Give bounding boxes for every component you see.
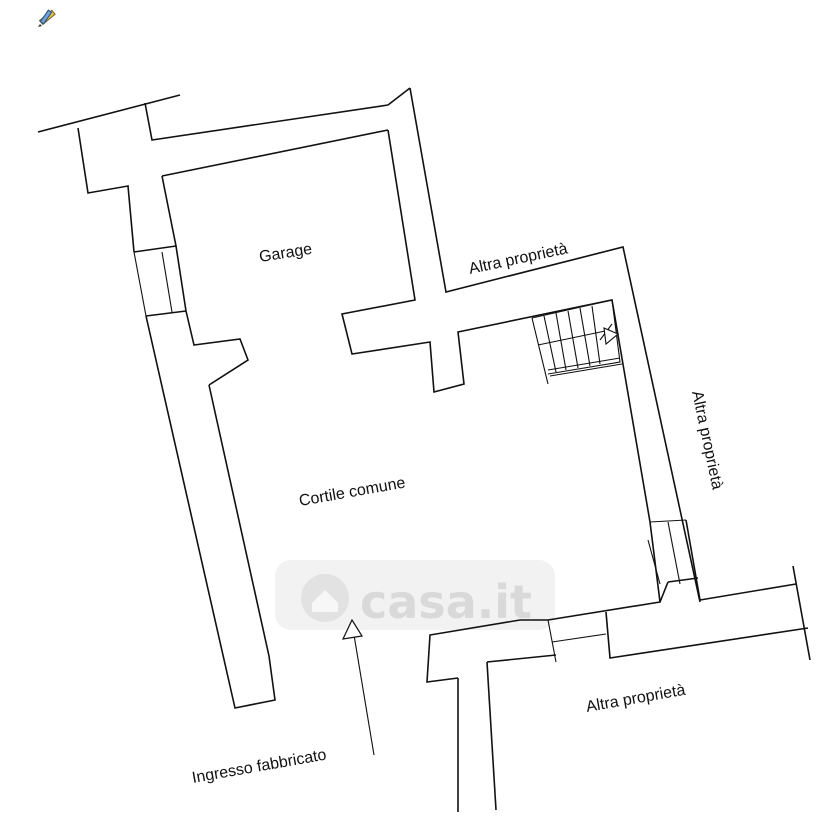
label-altra-bottom: Altra proprietà bbox=[585, 682, 687, 716]
stair-arrow-icon bbox=[603, 327, 620, 346]
arrow-up-icon bbox=[341, 618, 363, 640]
watermark-text: casa.it bbox=[360, 575, 532, 629]
house-icon bbox=[301, 574, 349, 622]
entrance-arrow bbox=[341, 618, 375, 756]
openings bbox=[133, 251, 687, 663]
label-altra-right: Altra proprietà bbox=[688, 389, 726, 491]
label-cortile: Cortile comune bbox=[298, 474, 407, 509]
pencil-ruler-icon[interactable] bbox=[36, 6, 58, 28]
label-garage: Garage bbox=[258, 241, 313, 266]
label-altra-top: Altra proprietà bbox=[467, 240, 569, 278]
staircase bbox=[531, 299, 623, 385]
watermark: casa.it bbox=[275, 560, 555, 630]
walls bbox=[37, 87, 811, 812]
label-ingresso: Ingresso fabbricato bbox=[191, 747, 328, 787]
